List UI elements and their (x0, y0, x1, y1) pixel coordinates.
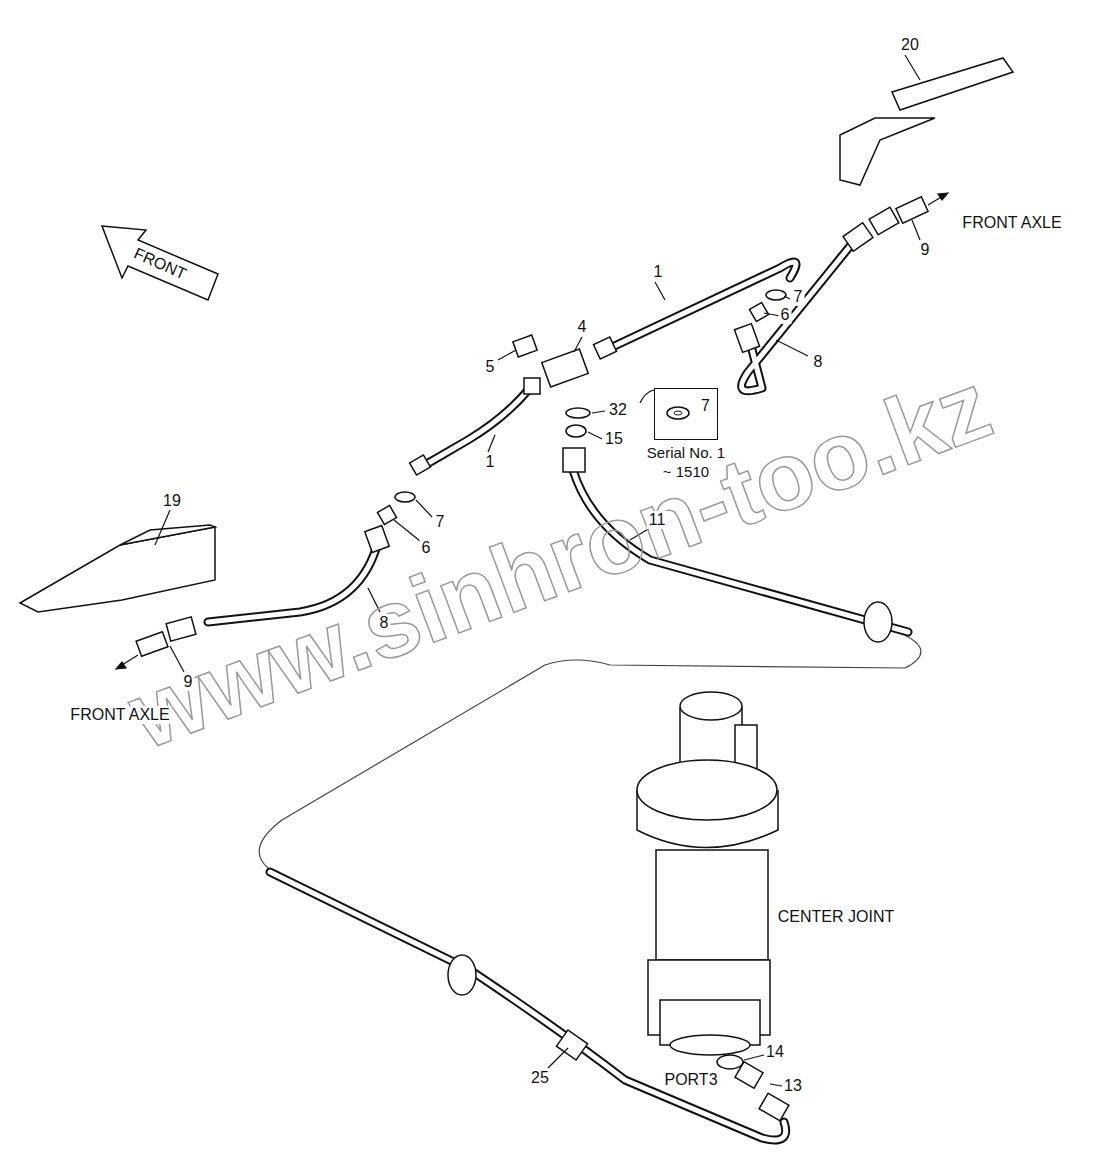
serial-note: Serial No. 1 ~ 1510 (641, 443, 731, 481)
callout-label: 8 (812, 353, 825, 371)
callout-label: 11 (647, 511, 668, 529)
watermark: www.sinhron-too.kz (115, 349, 1004, 770)
callout-label: 5 (484, 358, 497, 376)
callout-label: 1 (484, 453, 497, 471)
callout-label: 19 (161, 492, 183, 510)
callout-label: 4 (576, 318, 589, 336)
callout-label: FRONT AXLE (960, 214, 1063, 232)
callout-label: 6 (420, 539, 433, 557)
callout-label: 6 (779, 306, 792, 324)
callout-label: 25 (529, 1069, 551, 1087)
callout-label: FRONT AXLE (68, 706, 171, 724)
callout-label: 7 (434, 513, 447, 531)
callout-label: 8 (378, 614, 391, 632)
callout-label: 9 (182, 673, 195, 691)
callout-label: 1 (652, 263, 665, 281)
callout-label: 32 (607, 401, 629, 419)
callout-label: 7 (792, 288, 805, 306)
callout-label: 13 (782, 1077, 804, 1095)
direction-arrow: FRONT (100, 222, 220, 304)
serial-note-box: 7Serial No. 1 ~ 1510 (654, 388, 718, 440)
callout-label: PORT3 (662, 1071, 719, 1089)
callout-number: 7 (701, 397, 710, 415)
callout-label: CENTER JOINT (776, 908, 896, 926)
callout-label: 15 (603, 430, 625, 448)
callout-label: 20 (899, 36, 921, 54)
callout-label: 9 (919, 241, 932, 259)
callout-label: 14 (764, 1043, 786, 1061)
washer-icon (665, 403, 695, 423)
